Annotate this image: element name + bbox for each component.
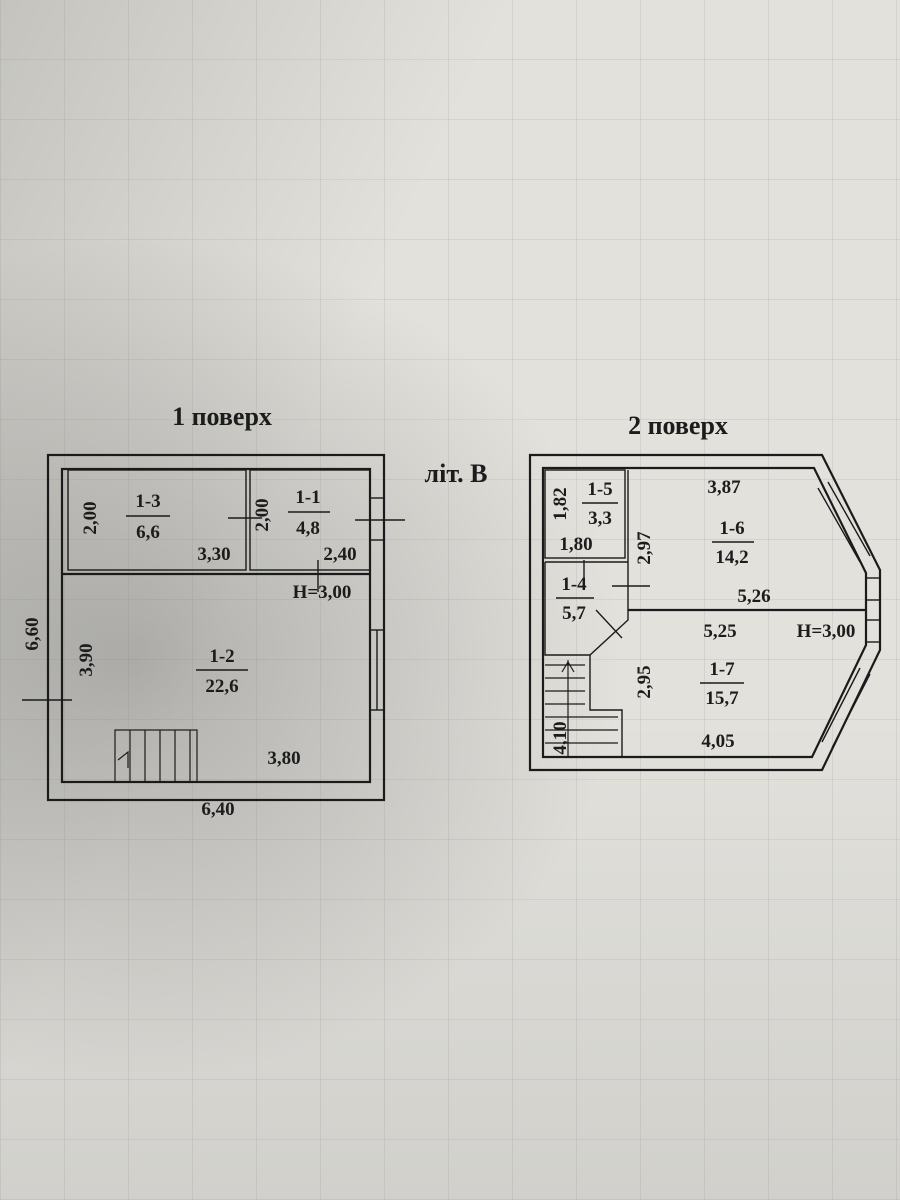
room-1-4-area: 5,7 <box>562 603 586 624</box>
floor1-outer-wall <box>46 453 386 802</box>
room-1-6-area: 14,2 <box>715 547 748 568</box>
room-1-2-id: 1-2 <box>209 646 234 667</box>
room-1-1-area: 4,8 <box>296 518 320 539</box>
dim-1-3-width: 3,30 <box>197 544 230 565</box>
room-1-1-id: 1-1 <box>295 487 320 508</box>
dim-1-6-width-bottom: 5,26 <box>737 586 770 607</box>
room-1-5-id: 1-5 <box>587 479 612 500</box>
door-mark-1-7 <box>595 609 623 639</box>
dim-1-5-height: 1,82 <box>550 487 571 520</box>
floor1-overall-width: 6,40 <box>201 799 234 820</box>
room-1-3-id: 1-3 <box>135 491 160 512</box>
floor2-plan <box>528 453 882 772</box>
floor2-staircase <box>545 660 618 757</box>
floor1-window-1-1 <box>369 497 385 541</box>
dim-1-7-width-bottom: 4,05 <box>701 731 734 752</box>
floor2-outer-wall <box>528 453 882 772</box>
floor2-title: 2 поверх <box>628 411 728 440</box>
room-1-3-outline <box>67 469 247 571</box>
floor1-height-note: H=3,00 <box>293 582 352 603</box>
room-1-4-id: 1-4 <box>561 574 587 595</box>
room-1-5-area: 3,3 <box>588 508 612 529</box>
dim-1-7-height: 2,95 <box>634 665 655 698</box>
dim-1-6-height: 2,97 <box>634 531 655 565</box>
floor2-windows <box>817 481 881 749</box>
room-1-5-outline <box>544 469 626 559</box>
floor2-inner-wall <box>541 466 868 759</box>
dim-1-1-width: 2,40 <box>323 544 356 565</box>
dim-1-2-height: 3,90 <box>76 643 97 676</box>
dim-1-2-width: 3,80 <box>267 748 300 769</box>
room-1-7-area: 15,7 <box>705 688 739 709</box>
floor1-title: 1 поверх <box>172 402 272 431</box>
dim-1-1-height: 2,00 <box>252 498 273 531</box>
dim-1-6-width-top: 3,87 <box>707 477 741 498</box>
dim-1-3-height: 2,00 <box>80 501 101 534</box>
floor1-inner-wall <box>60 467 372 784</box>
room-1-7-id: 1-7 <box>709 659 735 680</box>
floor1-overall-height: 6,60 <box>22 617 43 650</box>
room-1-2-area: 22,6 <box>205 676 238 697</box>
floor1-staircase <box>114 729 198 783</box>
room-1-3-area: 6,6 <box>136 522 160 543</box>
dim-stair-length: 4,10 <box>550 721 571 754</box>
floor1-plan <box>22 453 405 802</box>
dim-1-5-width: 1,80 <box>559 534 592 555</box>
room-1-6-id: 1-6 <box>719 518 744 539</box>
litera-label: літ. В <box>425 459 488 488</box>
floor2-height-note: H=3,00 <box>797 621 856 642</box>
dim-1-7-width-top: 5,25 <box>703 621 736 642</box>
